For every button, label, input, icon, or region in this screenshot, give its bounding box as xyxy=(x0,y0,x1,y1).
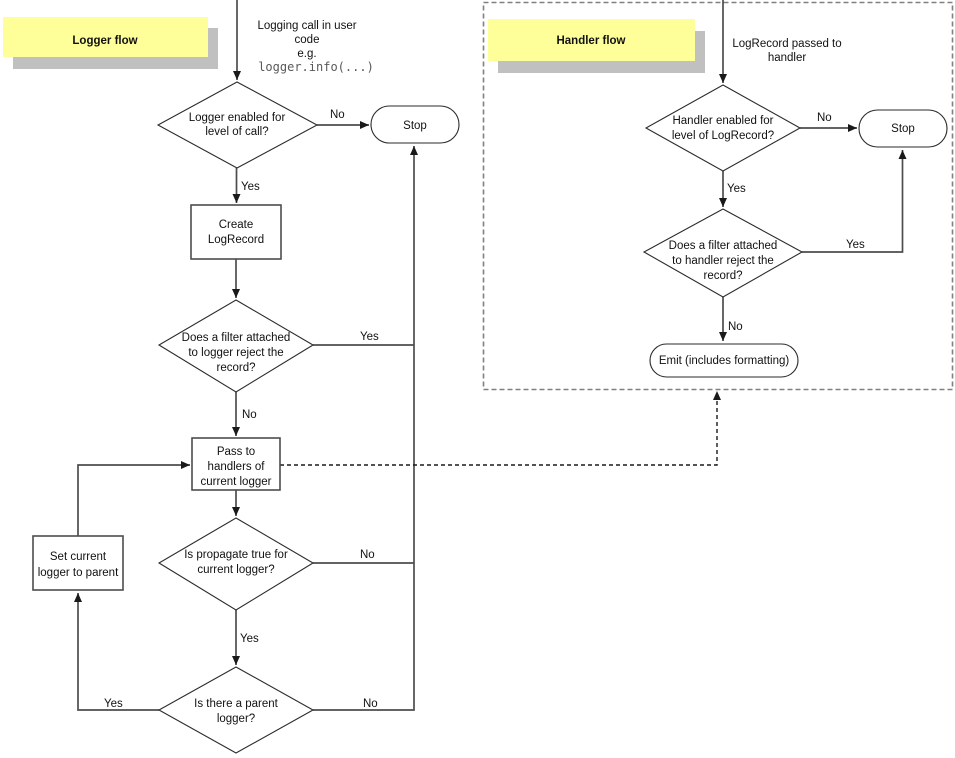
parent-logger-decision xyxy=(157,666,315,754)
logger-level-decision xyxy=(156,81,319,169)
edge-parent-no-to-stop xyxy=(313,146,418,711)
edge-handler-filter-yes xyxy=(802,150,907,253)
create-logrecord-label: LogRecord xyxy=(208,234,264,246)
logger-filter-decision-label: to logger reject the xyxy=(188,347,283,359)
logger-entry-label: code xyxy=(295,34,320,46)
handler-entry-label: handler xyxy=(768,52,807,64)
logger-filter-decision-label: record? xyxy=(217,362,256,374)
edge-label-logger-level-yes: Yes xyxy=(241,181,260,193)
logger-filter-decision xyxy=(157,299,315,393)
handler-level-decision-label: level of LogRecord? xyxy=(672,130,774,142)
set-current-logger-label: logger to parent xyxy=(38,567,119,579)
handler-filter-decision-label: record? xyxy=(704,270,743,282)
edge-parent-yes xyxy=(74,593,159,711)
set-current-logger-process xyxy=(32,535,124,591)
logger-flow-title: Logger flow xyxy=(72,35,137,47)
pass-to-handlers-process xyxy=(191,437,281,491)
handler-filter-decision-label: Does a filter attached xyxy=(669,240,778,252)
logger-flow-note xyxy=(3,17,208,57)
logger-entry-label: Logging call in user xyxy=(257,20,356,32)
edge-label-handler-level-no: No xyxy=(817,112,832,124)
edge-label-logger-filter-no: No xyxy=(242,409,257,421)
handler-filter-decision xyxy=(642,208,804,298)
edge-label-logger-filter-yes: Yes xyxy=(360,331,379,343)
logger-entry-code: logger.info(...) xyxy=(258,60,374,74)
handler-flow-note xyxy=(488,19,695,61)
propagate-decision xyxy=(157,517,315,611)
parent-logger-decision-label: logger? xyxy=(217,713,255,725)
handler-entry-label: LogRecord passed to xyxy=(732,38,841,50)
edge-pass-to-handler-flow-dashed xyxy=(280,391,721,466)
edge-label-parent-yes: Yes xyxy=(104,698,123,710)
create-logrecord-process xyxy=(190,204,282,260)
edge-label-parent-no: No xyxy=(363,698,378,710)
edge-label-propagate-yes: Yes xyxy=(240,633,259,645)
pass-to-handlers-label: Pass to xyxy=(217,446,255,458)
propagate-decision-label: Is propagate true for xyxy=(184,549,288,561)
handler-flow-title: Handler flow xyxy=(556,35,625,47)
edge-label-handler-level-yes: Yes xyxy=(727,183,746,195)
emit-label: Emit (includes formatting) xyxy=(659,355,790,367)
handler-filter-decision-label: to handler reject the xyxy=(672,255,774,267)
edge-label-handler-filter-no: No xyxy=(728,321,743,333)
logger-entry-label: e.g. xyxy=(297,48,316,60)
propagate-decision-label: current logger? xyxy=(197,564,274,576)
edge-label-logger-level-no: No xyxy=(330,109,345,121)
handler-level-decision xyxy=(644,84,802,172)
parent-logger-decision-label: Is there a parent xyxy=(194,698,279,710)
pass-to-handlers-label: current logger xyxy=(201,476,272,488)
logger-level-decision-label: level of call? xyxy=(205,126,268,138)
handler-level-decision-label: Handler enabled for xyxy=(672,115,773,127)
logger-stop-terminator xyxy=(370,105,460,144)
handler-stop-label: Stop xyxy=(891,123,915,135)
handler-flow-boundary xyxy=(482,1,954,391)
logger-filter-decision-label: Does a filter attached xyxy=(182,332,291,344)
create-logrecord-label: Create xyxy=(219,219,254,231)
handler-stop-terminator xyxy=(858,109,948,148)
edge-label-propagate-no: No xyxy=(360,549,375,561)
edge-set-current-to-pass xyxy=(77,461,190,536)
pass-to-handlers-label: handlers of xyxy=(208,461,266,473)
logger-level-decision-label: Logger enabled for xyxy=(189,112,286,124)
emit-terminator xyxy=(649,343,799,378)
edge-label-handler-filter-yes: Yes xyxy=(846,239,865,251)
set-current-logger-label: Set current xyxy=(50,551,107,563)
logger-stop-label: Stop xyxy=(403,120,427,132)
